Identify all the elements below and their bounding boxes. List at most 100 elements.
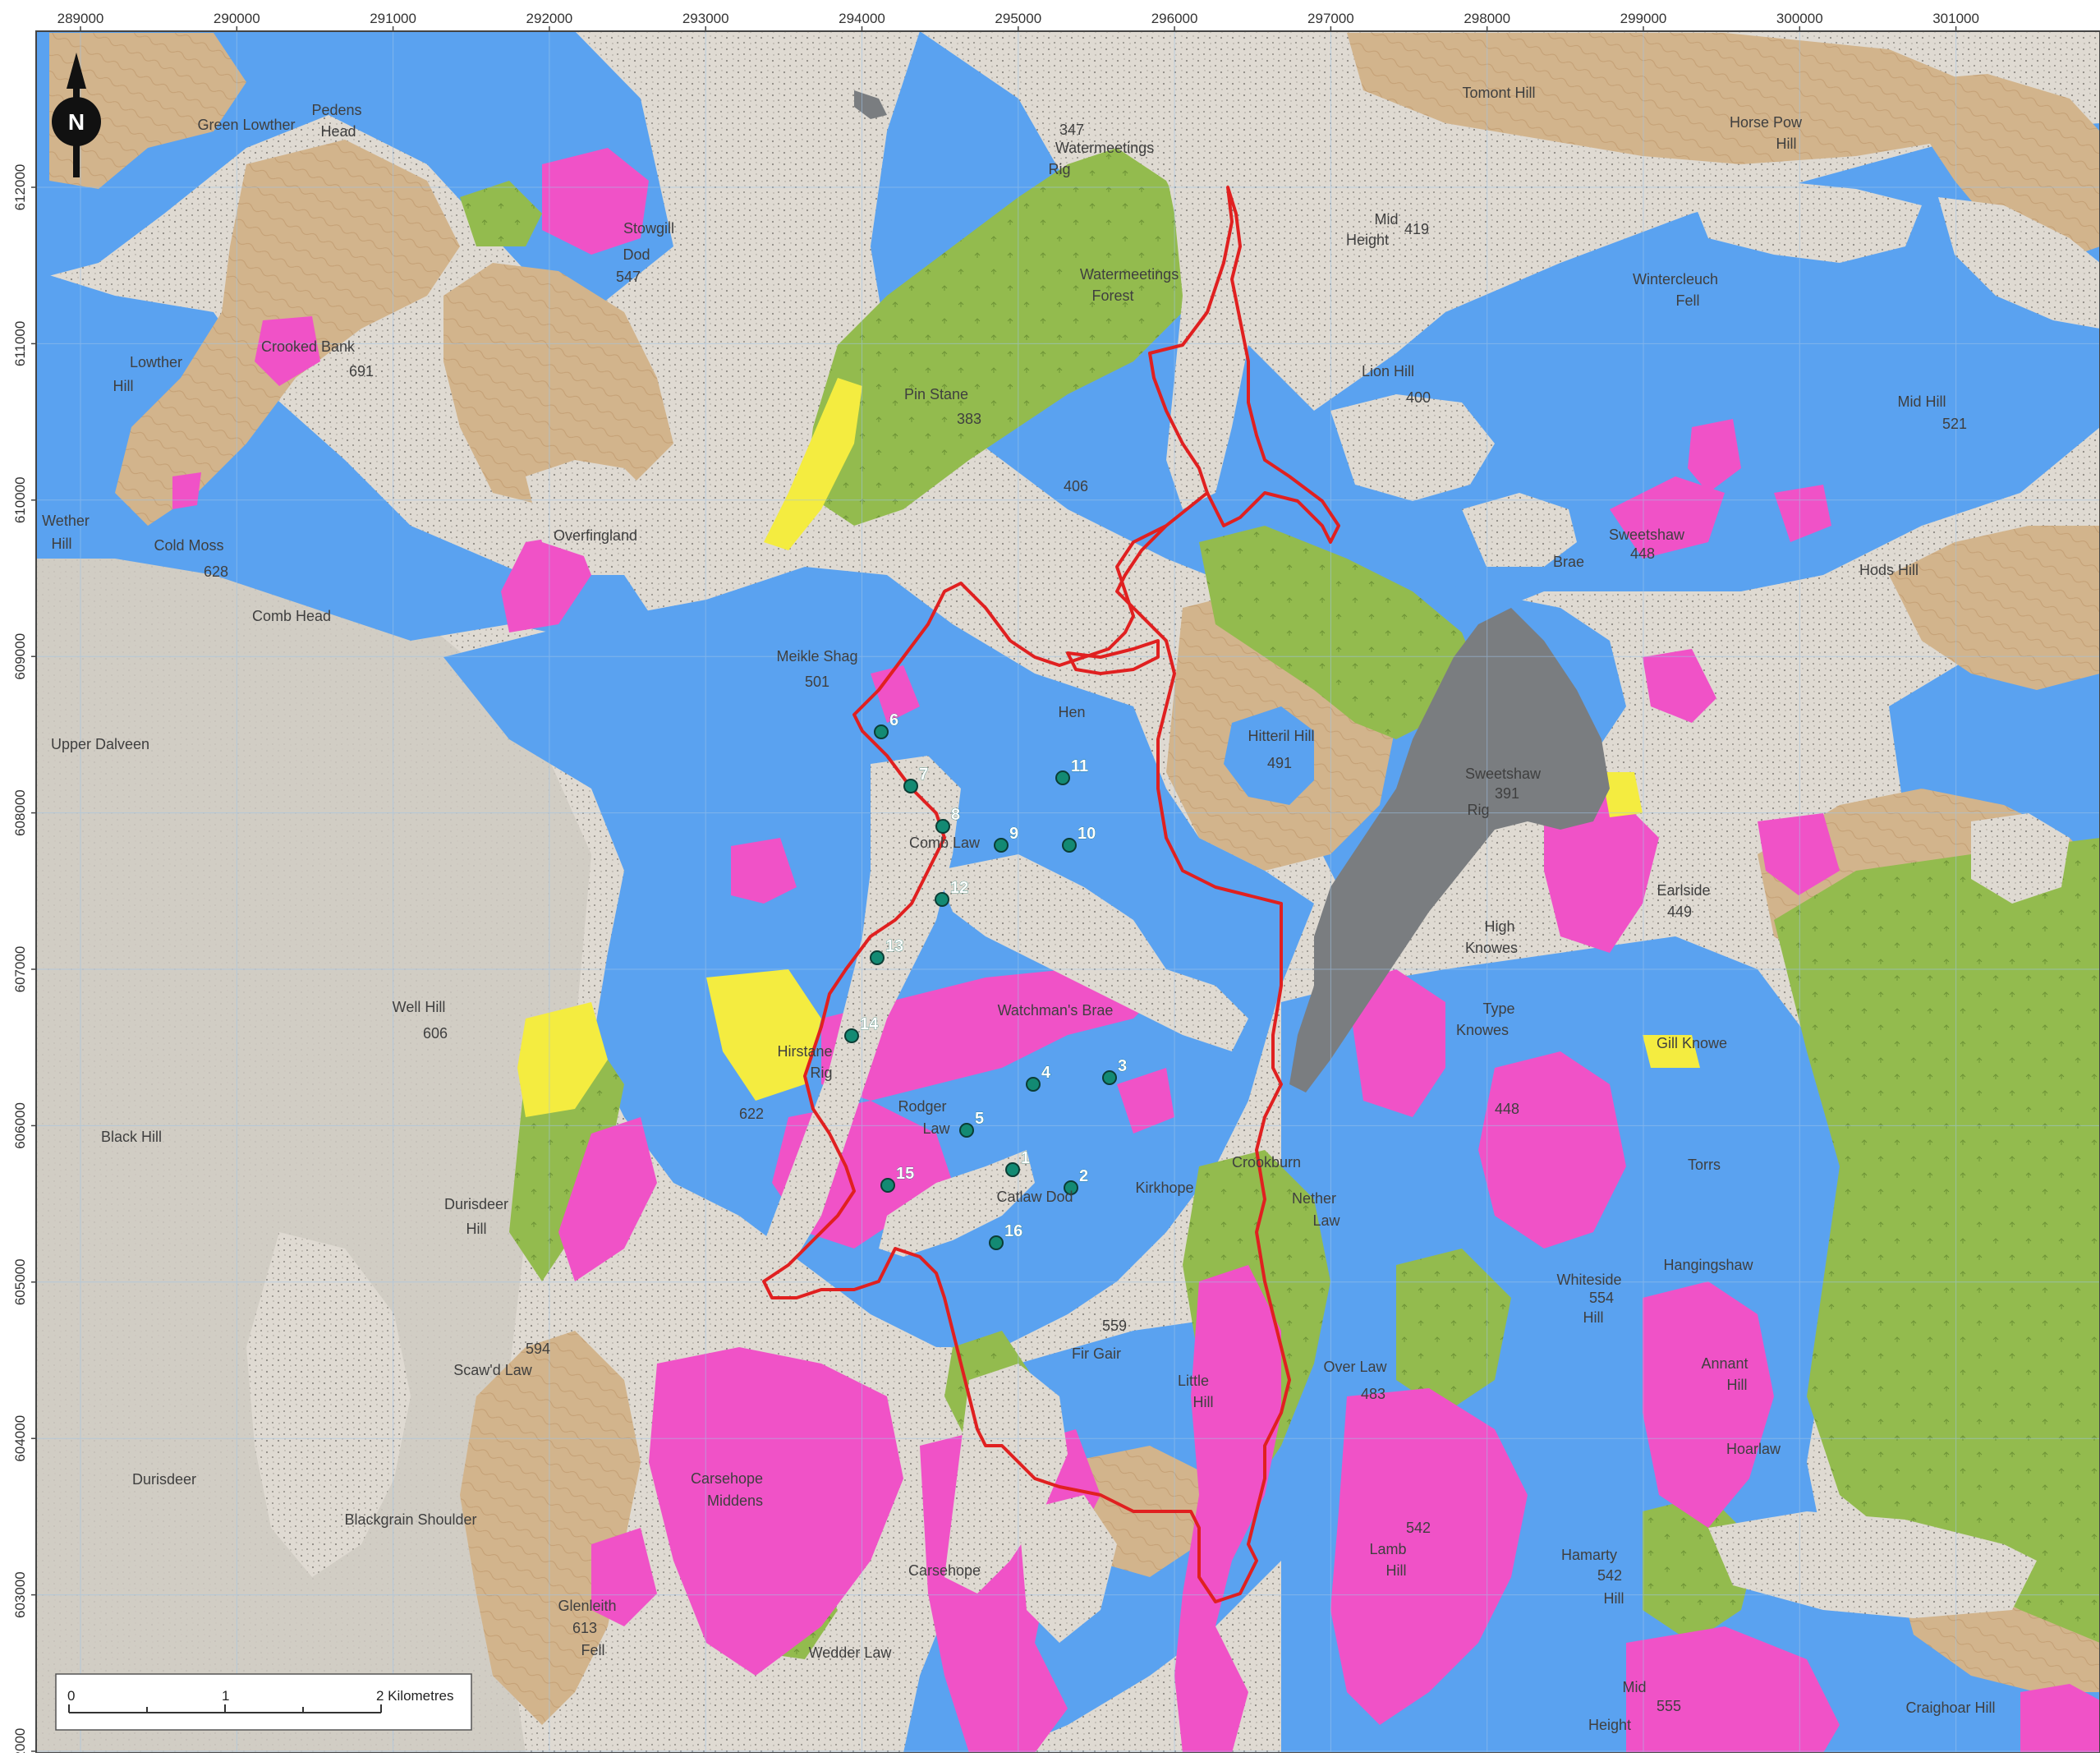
place-name: Carsehope <box>908 1562 981 1579</box>
easting-tick-label: 294000 <box>839 11 885 26</box>
place-name: Hill <box>1386 1562 1407 1579</box>
turbine-marker-11[interactable]: 11 <box>1055 757 1088 785</box>
turbine-icon <box>1102 1070 1117 1085</box>
place-name: Craighoar Hill <box>1905 1700 1995 1716</box>
place-name: Dod <box>623 246 650 263</box>
place-name: 419 <box>1404 221 1429 237</box>
layer-yellow <box>517 378 1700 1117</box>
place-name: 347 <box>1059 122 1084 138</box>
place-name: 483 <box>1361 1386 1385 1402</box>
easting-tick-label: 295000 <box>995 11 1041 26</box>
turbine-marker-3[interactable]: 3 <box>1102 1057 1127 1085</box>
place-name: Durisdeer <box>444 1196 508 1212</box>
turbine-marker-8[interactable]: 8 <box>935 806 960 834</box>
place-name: 554 <box>1589 1290 1614 1306</box>
turbine-marker-5[interactable]: 5 <box>959 1110 984 1138</box>
turbine-label: 1 <box>1021 1149 1030 1167</box>
place-name: Glenleith <box>558 1598 616 1614</box>
turbine-marker-14[interactable]: 14 <box>844 1015 879 1043</box>
place-name: 691 <box>349 363 374 379</box>
place-name: Hamarty <box>1561 1547 1617 1563</box>
place-name: Torrs <box>1688 1157 1721 1173</box>
place-name: Height <box>1588 1717 1631 1733</box>
easting-tick-label: 289000 <box>57 11 104 26</box>
northing-tick-label: 612000 <box>12 164 28 211</box>
northing-tick-label: 606000 <box>12 1102 28 1149</box>
turbine-marker-10[interactable]: 10 <box>1062 825 1096 853</box>
north-arrow-label: N <box>68 109 85 135</box>
place-name: Kirkhope <box>1135 1180 1193 1196</box>
place-name: Hitteril Hill <box>1248 728 1315 744</box>
turbine-marker-15[interactable]: 15 <box>880 1165 915 1193</box>
place-name: Annant <box>1701 1355 1748 1372</box>
turbine-label: 14 <box>860 1015 879 1033</box>
turbine-marker-1[interactable]: 1 <box>1005 1149 1030 1177</box>
layer-green <box>460 148 2100 1659</box>
turbine-marker-13[interactable]: 13 <box>870 937 904 965</box>
turbine-label: 12 <box>950 879 968 897</box>
place-name: Hirstane <box>777 1043 832 1060</box>
northing-ticks: 6120006110006100006090006080006070006060… <box>12 164 36 1757</box>
scale-bar: 0 1 2 Kilometres <box>55 1673 472 1731</box>
place-name: Scaw'd Law <box>453 1362 532 1378</box>
place-name: Lamb <box>1369 1541 1406 1557</box>
place-name: 628 <box>204 563 228 580</box>
turbine-label: 9 <box>1009 825 1018 843</box>
turbine-icon <box>1062 838 1077 853</box>
easting-tick-label: 300000 <box>1776 11 1823 26</box>
place-name: Horse Pow <box>1730 114 1803 131</box>
site-boundary <box>762 186 1340 1603</box>
turbine-marker-16[interactable]: 16 <box>989 1222 1023 1250</box>
easting-tick-label: 290000 <box>214 11 260 26</box>
turbine-marker-6[interactable]: 6 <box>874 711 898 739</box>
turbine-icon <box>844 1028 859 1043</box>
turbine-marker-4[interactable]: 4 <box>1026 1064 1051 1092</box>
scale-label-1: 1 <box>222 1688 229 1704</box>
place-name: Fell <box>1675 292 1699 309</box>
place-name: Watermeetings <box>1080 266 1179 283</box>
place-name: Wether <box>42 513 90 529</box>
northing-tick-label: 609000 <box>12 633 28 680</box>
place-name: Type <box>1482 1000 1514 1017</box>
turbine-icon <box>935 819 950 834</box>
place-name: Height <box>1346 232 1389 248</box>
place-name: 613 <box>572 1620 597 1636</box>
northing-tick-label: 602000 <box>12 1728 28 1753</box>
turbine-icon <box>935 892 949 907</box>
place-name: Wedder Law <box>809 1644 893 1661</box>
place-name: Mid <box>1622 1679 1646 1695</box>
place-name: Mid <box>1374 211 1398 228</box>
place-name: Watchman's Brae <box>998 1002 1114 1019</box>
hilltop-ring <box>1224 706 1314 805</box>
place-name: Rodger <box>898 1098 946 1115</box>
place-name: 449 <box>1667 904 1692 920</box>
turbine-marker-7[interactable]: 7 <box>903 766 928 793</box>
place-name: 521 <box>1942 416 1967 432</box>
turbine-icon <box>880 1178 895 1193</box>
place-name: Hill <box>113 378 134 394</box>
place-name: 400 <box>1406 389 1431 406</box>
turbine-marker-2[interactable]: 2 <box>1064 1167 1088 1195</box>
place-name: Well Hill <box>393 999 446 1015</box>
place-name: Sweetshaw <box>1465 766 1542 782</box>
easting-tick-label: 291000 <box>370 11 416 26</box>
scale-label-2: 2 Kilometres <box>376 1688 453 1704</box>
place-name: 406 <box>1064 478 1088 494</box>
turbine-icon <box>959 1123 974 1138</box>
reservoir <box>1289 608 1610 1092</box>
turbine-icon <box>1026 1077 1041 1092</box>
place-name: Blackgrain Shoulder <box>344 1511 476 1528</box>
place-name: Rig <box>1467 802 1489 818</box>
turbine-icon <box>874 724 889 739</box>
place-name: Knowes <box>1465 940 1518 956</box>
turbine-marker-9[interactable]: 9 <box>994 825 1018 853</box>
turbine-marker-12[interactable]: 12 <box>935 879 969 907</box>
place-name: Green Lowther <box>197 117 295 133</box>
terrain-west <box>36 526 591 1753</box>
place-name: 547 <box>616 269 641 285</box>
turbine-icon <box>1005 1162 1020 1177</box>
place-name: 501 <box>805 674 829 690</box>
